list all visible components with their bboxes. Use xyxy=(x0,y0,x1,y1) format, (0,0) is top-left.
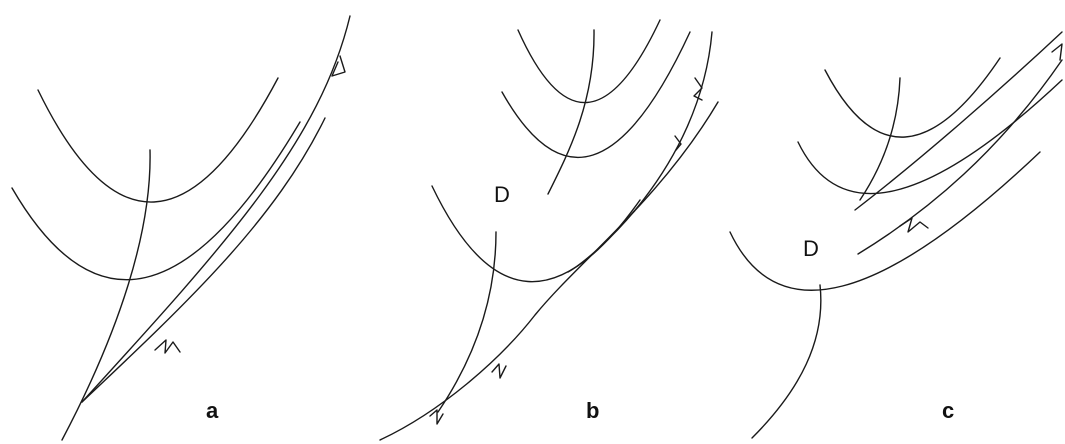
warm-front xyxy=(379,101,719,441)
isobar-3 xyxy=(431,185,641,283)
front-teeth xyxy=(154,339,181,354)
isobar-1 xyxy=(824,57,1001,138)
warm-front xyxy=(857,59,1063,255)
panel-label-c: c xyxy=(942,398,954,423)
trough-axis-upper xyxy=(859,77,901,201)
panel-b: D b xyxy=(379,19,719,441)
panel-c: D c xyxy=(729,31,1063,439)
low-pressure-label: D xyxy=(803,236,819,261)
panel-label-a: a xyxy=(206,398,219,423)
front-teeth-top xyxy=(331,55,346,77)
front-teeth xyxy=(899,217,929,233)
isobar-2 xyxy=(501,31,691,159)
isobar-3 xyxy=(729,151,1041,291)
front-teeth-top xyxy=(693,77,703,101)
trough-axis xyxy=(61,149,151,441)
cold-front xyxy=(567,31,713,273)
front-teeth xyxy=(491,363,507,379)
isobar-outer xyxy=(11,121,301,281)
panel-a: a xyxy=(11,15,351,441)
isobar-inner xyxy=(37,77,279,203)
front-teeth-top xyxy=(1051,43,1063,61)
panel-label-b: b xyxy=(586,398,599,423)
trough-axis-lower xyxy=(751,284,822,439)
low-pressure-label: D xyxy=(494,182,510,207)
isobar-1 xyxy=(517,19,661,104)
cold-front xyxy=(854,31,1063,211)
warm-front xyxy=(81,117,326,403)
front-teeth-mid xyxy=(674,135,682,151)
isobar-2 xyxy=(797,79,1063,195)
cold-front xyxy=(81,15,351,403)
trough-axis-lower xyxy=(437,231,497,413)
trough-axis-upper xyxy=(547,29,595,195)
front-teeth-bottom xyxy=(429,409,444,425)
